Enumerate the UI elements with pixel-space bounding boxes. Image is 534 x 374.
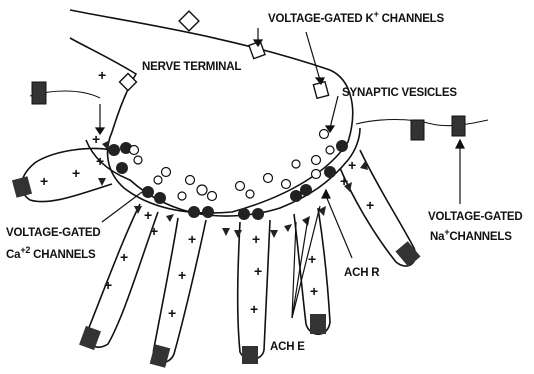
vesicle: [282, 180, 291, 189]
label-voltage-gated-ca-line1: VOLTAGE-GATED: [6, 227, 101, 239]
label-voltage-gated-na-line2: Na+CHANNELS: [430, 227, 512, 243]
vesicle: [246, 190, 254, 198]
vesicle: [208, 192, 217, 201]
vesicle: [162, 168, 171, 177]
label-nerve-terminal: NERVE TERMINAL: [142, 61, 241, 73]
nerve-terminal-membrane: [70, 10, 353, 213]
arrow-ach-r: [326, 196, 352, 258]
vesicle: [320, 130, 329, 139]
vesicle: [154, 176, 162, 184]
ach-receptor: [360, 160, 368, 170]
vesicle: [186, 176, 195, 185]
ca-channel: [238, 208, 250, 220]
arrow-vesicle: [330, 96, 338, 128]
ach-receptor: [270, 230, 278, 238]
plus-sign: +: [310, 283, 318, 299]
ca-channel: [116, 162, 128, 174]
arrow-k-2: [306, 32, 320, 80]
vesicle: [312, 156, 321, 165]
plus-sign: +: [96, 153, 104, 169]
ach-receptors: [98, 140, 368, 238]
na-channel-fold-right-2: [395, 241, 420, 267]
vesicle: [130, 146, 139, 155]
label-voltage-gated-ca-line2: Ca+2 CHANNELS: [6, 245, 96, 261]
na-channel-fold-center: [242, 346, 258, 364]
plus-sign: +: [254, 263, 262, 279]
fold-left-3: [153, 218, 206, 363]
ach-receptor: [284, 224, 292, 232]
ca-channel: [336, 140, 348, 152]
plus-sign: +: [250, 301, 258, 317]
plus-sign: +: [104, 277, 112, 293]
ach-receptor: [234, 230, 242, 238]
plus-sign: +: [168, 305, 176, 321]
ca-channel: [300, 184, 312, 196]
label-synaptic-vesicles: SYNAPTIC VESICLES: [342, 87, 457, 99]
vesicle: [178, 192, 186, 200]
ca-channel: [154, 192, 166, 204]
plus-sign: +: [150, 223, 158, 239]
vesicle: [292, 160, 300, 168]
ca-channel: [108, 144, 120, 156]
k-channel-1: [179, 11, 199, 31]
arrow-na-head: [456, 140, 464, 148]
arrow-ach-r-head: [322, 190, 330, 198]
na-channel-fold-left-3: [150, 344, 171, 367]
na-channel-fold-right-1: [310, 314, 326, 334]
plus-sign: +: [144, 207, 152, 223]
ach-receptor: [98, 178, 106, 186]
na-channel-right-2: [452, 116, 465, 136]
na-channel-fold-left-1: [12, 176, 32, 198]
ca-channel: [142, 186, 154, 198]
label-ach-r: ACH R: [344, 267, 380, 279]
plus-sign: +: [178, 267, 186, 283]
plus-sign: +: [40, 173, 48, 189]
vesicle: [236, 182, 245, 191]
na-channel-fold-left-2: [79, 326, 101, 350]
plus-sign: +: [72, 165, 80, 181]
plus-sign: +: [308, 251, 316, 267]
na-channel-left: [32, 82, 46, 104]
ca-channel: [324, 166, 336, 178]
fold-left-2: [87, 204, 158, 347]
vesicle: [134, 156, 142, 164]
ca-channel: [290, 190, 302, 202]
ca-channel: [188, 206, 200, 218]
label-voltage-gated-na-line1: VOLTAGE-GATED: [428, 211, 523, 223]
ca-superscript: +2: [20, 245, 30, 255]
plus-sign: +: [252, 231, 260, 247]
vesicle: [264, 174, 273, 183]
ach-receptor: [166, 214, 174, 222]
ach-receptor: [302, 216, 310, 226]
na-channel-right-1: [411, 120, 424, 140]
plus-sign: +: [188, 231, 196, 247]
vesicle: [197, 185, 207, 195]
ach-receptor: [222, 228, 230, 236]
plus-sign: +: [366, 197, 374, 213]
label-voltage-gated-k: VOLTAGE-GATED K+ CHANNELS: [268, 9, 444, 25]
plus-sign: +: [348, 157, 356, 173]
plus-sign: +: [340, 173, 348, 189]
label-ach-e: ACH E: [270, 341, 305, 353]
vesicle: [312, 170, 321, 179]
ca-channel: [252, 208, 264, 220]
plus-sign: +: [98, 67, 106, 83]
ca-channel: [202, 206, 214, 218]
vesicle: [326, 146, 334, 154]
plus-sign: +: [92, 131, 100, 147]
plus-sign: +: [120, 249, 128, 265]
